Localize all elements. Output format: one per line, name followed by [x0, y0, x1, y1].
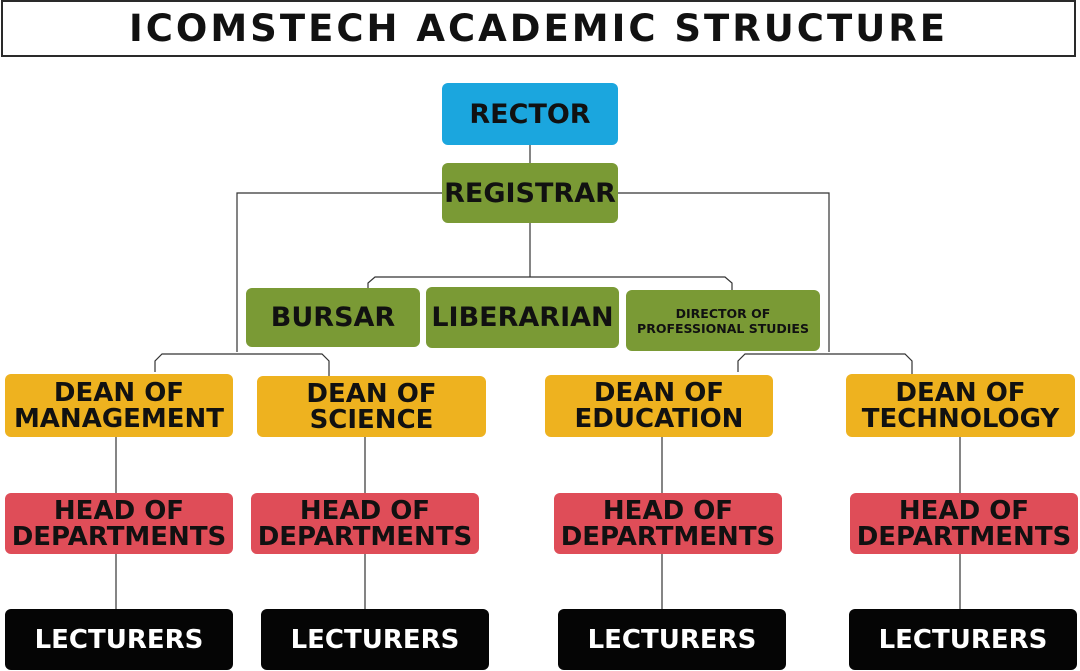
rector-box: RECTOR	[442, 83, 618, 145]
dean-technology-box: DEAN OF TECHNOLOGY	[846, 374, 1075, 437]
connector-admin-bar	[367, 276, 733, 290]
connector-left-deans	[154, 353, 330, 376]
dean-education-box: DEAN OF EDUCATION	[545, 375, 773, 437]
page-title: ICOMSTECH ACADEMIC STRUCTURE	[128, 7, 948, 50]
bursar-box: BURSAR	[246, 288, 420, 347]
lecturers-box: LECTURERS	[5, 609, 233, 670]
head-of-departments-box: HEAD OF DEPARTMENTS	[850, 493, 1078, 554]
dean-management-box: DEAN OF MANAGEMENT	[5, 374, 233, 437]
lecturers-box: LECTURERS	[261, 609, 489, 670]
librarian-box: LIBERARIAN	[426, 287, 619, 348]
connector-registrar-left	[236, 192, 442, 352]
connector-registrar-right	[617, 192, 830, 352]
director-professional-studies-box: DIRECTOR OF PROFESSIONAL STUDIES	[626, 290, 820, 351]
registrar-box: REGISTRAR	[442, 163, 618, 223]
connector-right-deans	[737, 353, 913, 376]
head-of-departments-box: HEAD OF DEPARTMENTS	[5, 493, 233, 554]
title-banner: ICOMSTECH ACADEMIC STRUCTURE	[1, 0, 1076, 57]
head-of-departments-box: HEAD OF DEPARTMENTS	[554, 493, 782, 554]
dean-science-box: DEAN OF SCIENCE	[257, 376, 486, 437]
head-of-departments-box: HEAD OF DEPARTMENTS	[251, 493, 479, 554]
lecturers-box: LECTURERS	[849, 609, 1077, 670]
lecturers-box: LECTURERS	[558, 609, 786, 670]
